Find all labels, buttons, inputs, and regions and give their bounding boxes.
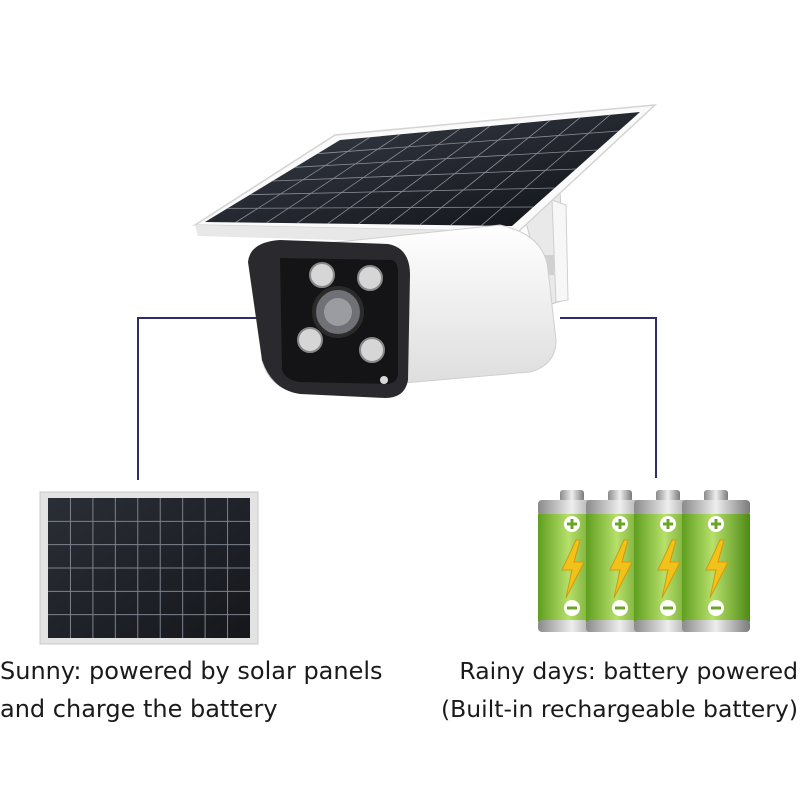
plus-icon bbox=[660, 516, 676, 532]
camera-body bbox=[248, 224, 557, 398]
ir-led-icon bbox=[297, 327, 323, 353]
plus-icon bbox=[708, 516, 724, 532]
ir-led-icon bbox=[357, 265, 383, 291]
plus-icon bbox=[564, 516, 580, 532]
lightning-bolt-icon bbox=[561, 539, 585, 599]
minus-icon bbox=[612, 600, 628, 616]
caption-sunny: Sunny: powered by solar panels and charg… bbox=[0, 652, 383, 728]
ir-led-icon bbox=[309, 262, 335, 288]
solar-camera bbox=[192, 104, 658, 398]
connector-line-left bbox=[137, 317, 262, 480]
battery-icon bbox=[682, 490, 750, 632]
caption-rainy-line2: (Built-in rechargeable battery) bbox=[441, 695, 798, 723]
caption-sunny-line2: and charge the battery bbox=[0, 695, 278, 723]
minus-icon bbox=[708, 600, 724, 616]
battery-group bbox=[538, 490, 750, 632]
camera-solar-panel bbox=[192, 104, 658, 245]
plus-icon bbox=[612, 516, 628, 532]
caption-sunny-line1: Sunny: powered by solar panels bbox=[0, 657, 383, 685]
caption-rainy: Rainy days: battery powered (Built-in re… bbox=[441, 652, 798, 728]
lightning-bolt-icon bbox=[657, 539, 681, 599]
lightning-bolt-icon bbox=[705, 539, 729, 599]
solar-panel-image bbox=[39, 491, 259, 645]
ir-led-icon bbox=[359, 337, 385, 363]
minus-icon bbox=[564, 600, 580, 616]
minus-icon bbox=[660, 600, 676, 616]
lightning-bolt-icon bbox=[609, 539, 633, 599]
caption-rainy-line1: Rainy days: battery powered bbox=[459, 657, 798, 685]
connector-lines bbox=[137, 317, 657, 480]
connector-line-right bbox=[560, 317, 657, 478]
